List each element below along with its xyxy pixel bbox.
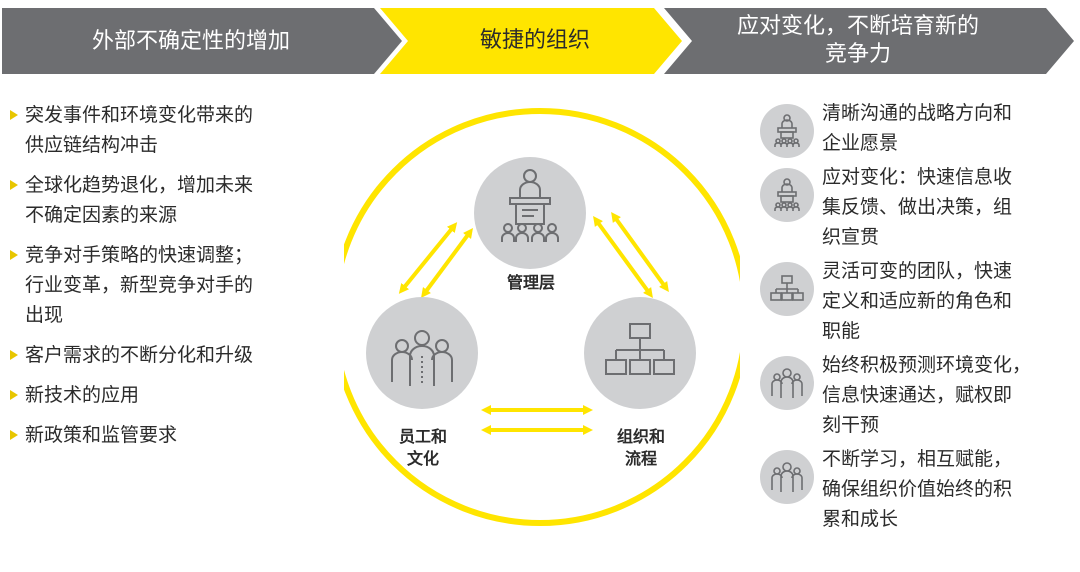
list-item-line: 信息快速通达，赋权即 xyxy=(822,384,1013,406)
staff-culture-node xyxy=(366,297,478,409)
list-item: 不断学习，相互赋能， 确保组织价值始终的积 累和成长 xyxy=(760,444,1070,534)
competitiveness-list: 清晰沟通的战略方向和 企业愿景 应对变化：快速信息收 集反馈、做出决策，组 织宣… xyxy=(760,98,1070,538)
organization-process-label-line2: 流程 xyxy=(624,449,657,468)
list-item: 应对变化：快速信息收 集反馈、做出决策，组 织宣贯 xyxy=(760,162,1070,252)
people-group-icon xyxy=(760,356,814,410)
double-arrow-bottom xyxy=(481,405,593,435)
list-item-line: 集反馈、做出决策，组 xyxy=(822,196,1013,218)
agile-organization-diagram: 管理层 员工和 文化 组织和 流程 xyxy=(344,98,740,534)
management-label-text: 管理层 xyxy=(506,273,555,292)
header-step-1-label: 外部不确定性的增加 xyxy=(91,29,290,54)
outer-ring xyxy=(344,108,740,526)
list-item-line: 清晰沟通的战略方向和 xyxy=(822,102,1013,124)
list-item: 新政策和监管要求 xyxy=(10,420,320,450)
list-item-line: 出现 xyxy=(25,304,64,326)
list-item-line: 突发事件和环境变化带来的 xyxy=(25,104,254,126)
list-item-line: 不确定因素的来源 xyxy=(25,204,178,226)
staff-culture-label-line1: 员工和 xyxy=(398,427,447,446)
list-item-line: 定义和适应新的角色和 xyxy=(822,290,1013,312)
presenter-podium-icon xyxy=(760,104,814,158)
uncertainty-factor-list: 突发事件和环境变化带来的 供应链结构冲击 全球化趋势退化，增加未来 不确定因素的… xyxy=(10,100,320,460)
bullet-triangle-icon xyxy=(10,350,18,360)
list-item-line: 竞争对手策略的快速调整； xyxy=(25,244,254,266)
presenter-podium-icon xyxy=(760,168,814,222)
list-item-line: 企业愿景 xyxy=(822,132,899,154)
list-item: 突发事件和环境变化带来的 供应链结构冲击 xyxy=(10,100,320,160)
list-item-line: 客户需求的不断分化和升级 xyxy=(25,344,254,366)
list-item-line: 供应链结构冲击 xyxy=(25,134,159,156)
list-item: 始终积极预测环境变化， 信息快速通达，赋权即 刻干预 xyxy=(760,350,1070,440)
header-step-2-label: 敏捷的组织 xyxy=(479,28,590,53)
header-step-3-label-line2: 竞争力 xyxy=(824,42,891,67)
list-item-line: 织宣贯 xyxy=(822,226,880,248)
list-item-line: 新政策和监管要求 xyxy=(25,424,178,446)
list-item-line: 累和成长 xyxy=(822,508,899,530)
header-step-competitiveness: 应对变化，不断培育新的 竞争力 xyxy=(664,8,1074,74)
list-item-line: 不断学习，相互赋能， xyxy=(822,448,1013,470)
list-item-line: 行业变革，新型竞争对手的 xyxy=(25,274,254,296)
people-group-icon xyxy=(760,450,814,504)
list-item: 客户需求的不断分化和升级 xyxy=(10,340,320,370)
list-item: 灵活可变的团队，快速 定义和适应新的角色和 职能 xyxy=(760,256,1070,346)
list-item-line: 应对变化：快速信息收 xyxy=(822,166,1013,188)
list-item-line: 刻干预 xyxy=(822,414,880,436)
bullet-triangle-icon xyxy=(10,250,18,260)
organization-process-label-line1: 组织和 xyxy=(616,427,665,446)
management-label: 管理层 xyxy=(486,272,576,294)
bullet-triangle-icon xyxy=(10,430,18,440)
list-item-line: 全球化趋势退化，增加未来 xyxy=(25,174,254,196)
bullet-triangle-icon xyxy=(10,390,18,400)
list-item-line: 灵活可变的团队，快速 xyxy=(822,260,1013,282)
list-item-line: 确保组织价值始终的积 xyxy=(822,478,1013,500)
org-chart-icon xyxy=(760,262,814,316)
list-item-line: 新技术的应用 xyxy=(25,384,140,406)
list-item-line: 职能 xyxy=(822,320,861,342)
list-item-line: 始终积极预测环境变化， xyxy=(822,354,1032,376)
list-item: 全球化趋势退化，增加未来 不确定因素的来源 xyxy=(10,170,320,230)
list-item: 竞争对手策略的快速调整； 行业变革，新型竞争对手的 出现 xyxy=(10,240,320,330)
double-arrow-top-left xyxy=(398,222,473,299)
organization-process-node xyxy=(584,297,696,409)
header-step-agile-organization: 敏捷的组织 xyxy=(380,8,682,74)
staff-culture-label: 员工和 文化 xyxy=(378,426,468,470)
header-step-external-uncertainty: 外部不确定性的增加 xyxy=(2,8,402,74)
bullet-triangle-icon xyxy=(10,180,18,190)
header-step-3-label-line1: 应对变化，不断培育新的 xyxy=(736,14,979,39)
staff-culture-label-line2: 文化 xyxy=(406,449,439,468)
management-node xyxy=(474,157,586,269)
double-arrow-top-right xyxy=(593,211,669,299)
bullet-triangle-icon xyxy=(10,110,18,120)
list-item: 清晰沟通的战略方向和 企业愿景 xyxy=(760,98,1070,158)
list-item: 新技术的应用 xyxy=(10,380,320,410)
organization-process-label: 组织和 流程 xyxy=(596,426,686,470)
